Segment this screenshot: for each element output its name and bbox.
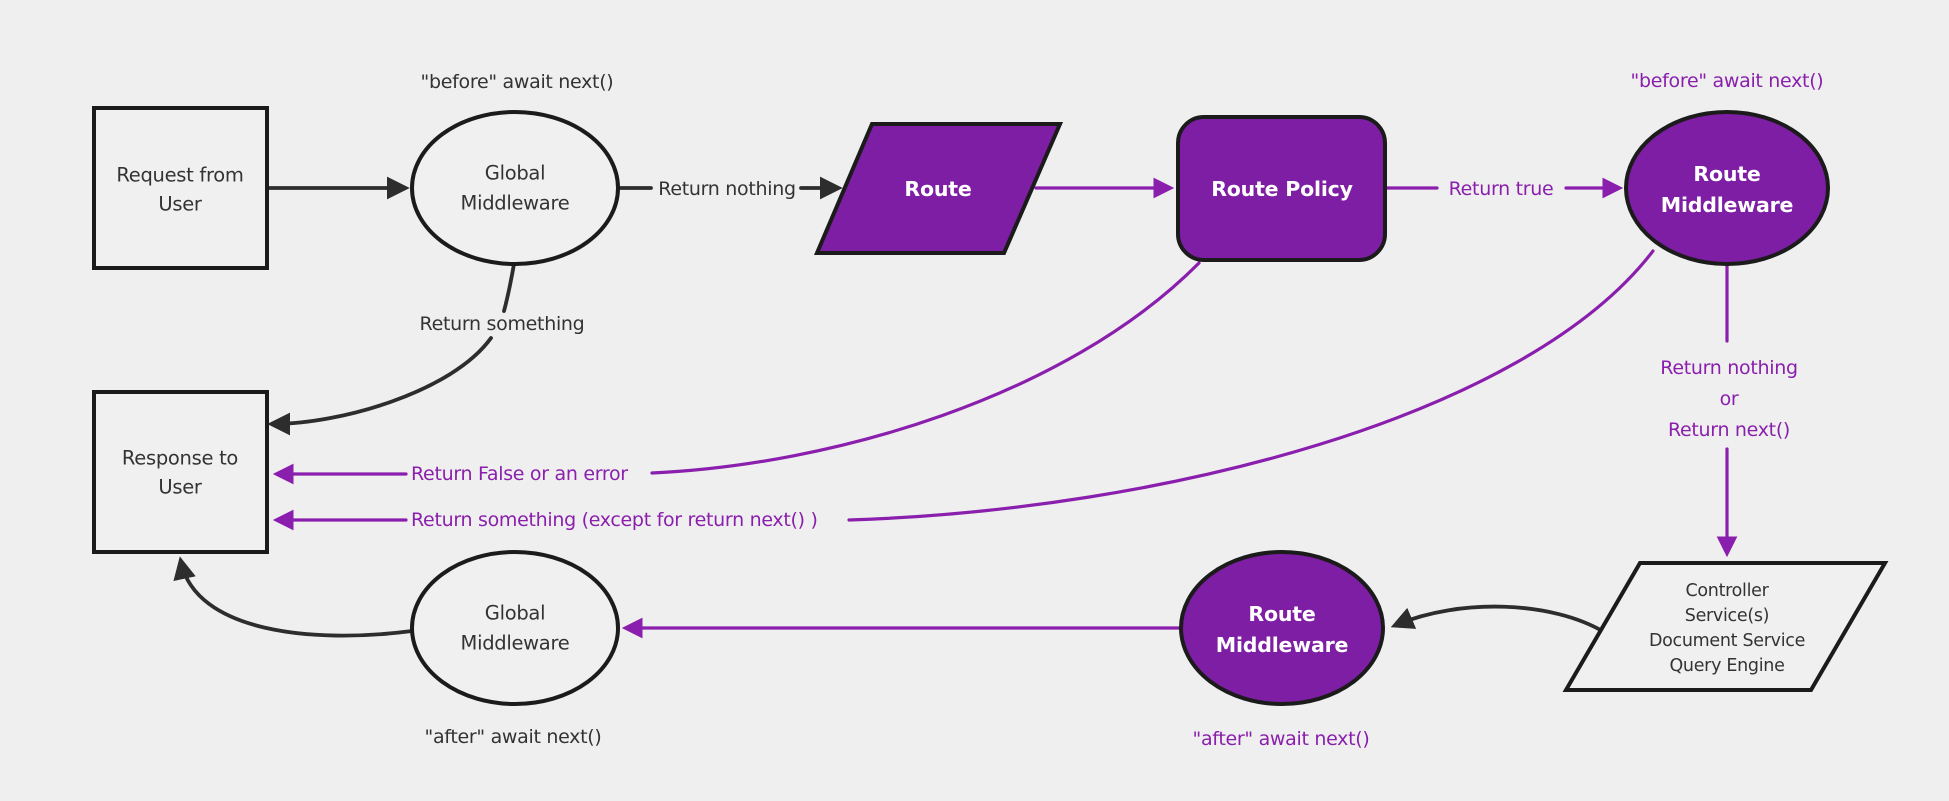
node-route-middleware-bottom: Route Middleware	[1179, 550, 1385, 706]
node-request-from-user: Request from User	[92, 106, 269, 270]
route-policy-label: Route Policy	[1211, 177, 1353, 201]
node-route-policy: Route Policy	[1176, 115, 1387, 262]
edge-return-something-lower	[267, 336, 493, 436]
label-return-something-except: Return something (except for return next…	[411, 509, 818, 531]
annotation-after-await-global: "after" await next()	[425, 726, 602, 748]
edge-labels: Return nothing Return something Return t…	[411, 178, 1798, 531]
edge-global-bottom-to-response	[173, 556, 414, 638]
label-return-nothing: Return nothing	[658, 178, 795, 200]
annotations: "before" await next() "before" await nex…	[421, 70, 1824, 750]
controller-stack-line4: Query Engine	[1669, 656, 1784, 676]
global-middleware-top-line1: Global	[485, 162, 545, 185]
label-return-nothing-or-line1: Return nothing	[1660, 357, 1797, 379]
response-label-line1: Response to	[122, 447, 238, 470]
edge-controller-to-route-middleware-bottom	[1390, 604, 1606, 634]
route-middleware-top-ellipse	[1624, 110, 1830, 266]
controller-stack-parallelogram	[1562, 561, 1889, 692]
global-middleware-top-line2: Middleware	[461, 192, 570, 215]
label-return-nothing-or-line3: Return next()	[1668, 419, 1790, 441]
node-global-middleware-top: Global Middleware	[410, 110, 620, 266]
edge-return-false-curve	[650, 261, 1201, 475]
node-route: Route	[813, 122, 1064, 255]
route-middleware-top-line2: Middleware	[1661, 193, 1794, 217]
edge-return-something-upper	[502, 262, 516, 313]
request-label-line2: User	[158, 193, 203, 216]
request-rectangle	[92, 106, 269, 270]
label-return-nothing-or-line2: or	[1720, 388, 1739, 410]
node-route-middleware-top: Route Middleware	[1624, 110, 1830, 266]
node-controller-stack: Controller Service(s) Document Service Q…	[1562, 561, 1889, 692]
annotation-before-await-route: "before" await next()	[1631, 70, 1824, 92]
controller-stack-line2: Service(s)	[1685, 606, 1769, 626]
route-parallelogram	[813, 122, 1064, 255]
route-middleware-bottom-ellipse	[1179, 550, 1385, 706]
edges	[173, 176, 1738, 639]
annotation-before-await-global: "before" await next()	[421, 71, 614, 93]
request-label-line1: Request from	[116, 164, 243, 187]
node-global-middleware-bottom: Global Middleware	[410, 550, 620, 706]
global-middleware-bottom-line1: Global	[485, 602, 545, 625]
global-middleware-bottom-ellipse	[410, 550, 620, 706]
controller-stack-line3: Document Service	[1649, 631, 1805, 651]
global-middleware-bottom-line2: Middleware	[461, 632, 570, 655]
route-label: Route	[904, 177, 971, 201]
route-policy-rounded-rect	[1176, 115, 1387, 262]
route-middleware-bottom-line2: Middleware	[1216, 633, 1349, 657]
annotation-after-await-route: "after" await next()	[1193, 728, 1370, 750]
response-label-line2: User	[158, 476, 203, 499]
route-middleware-bottom-line1: Route	[1248, 602, 1315, 626]
edge-return-something-except-curve	[847, 249, 1655, 522]
label-return-false-or-error: Return False or an error	[411, 463, 628, 485]
route-middleware-top-line1: Route	[1693, 162, 1760, 186]
label-return-true: Return true	[1449, 178, 1554, 200]
label-return-something: Return something	[420, 313, 585, 335]
response-rectangle	[92, 390, 269, 554]
controller-stack-line1: Controller	[1685, 581, 1769, 601]
global-middleware-top-ellipse	[410, 110, 620, 266]
node-response-to-user: Response to User	[92, 390, 269, 554]
